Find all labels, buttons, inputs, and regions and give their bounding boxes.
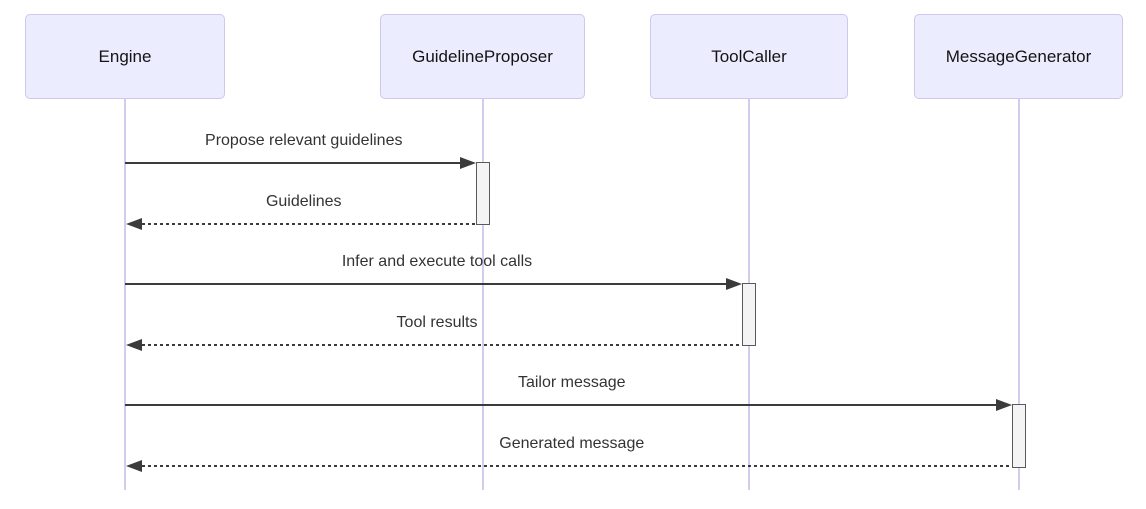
activation-bar-tool-caller — [742, 283, 756, 346]
message-line — [125, 404, 996, 406]
arrowhead-icon — [995, 399, 1012, 411]
message-label: Guidelines — [265, 193, 342, 210]
message-line — [142, 465, 1012, 467]
lifeline-message-generator — [1017, 99, 1020, 490]
arrowhead-icon — [726, 278, 742, 290]
participant-box-tool-caller: ToolCaller — [650, 14, 848, 99]
arrowhead-icon — [126, 460, 142, 472]
lifeline-engine — [124, 99, 126, 490]
activation-bar-guideline-proposer — [475, 162, 490, 225]
arrowhead-icon — [459, 157, 476, 169]
message-line — [142, 344, 742, 346]
message-label: Tailor message — [517, 374, 626, 391]
arrowhead-icon — [126, 218, 142, 230]
message-label: Generated message — [499, 435, 645, 452]
message-line — [125, 162, 460, 164]
message-label: Tool results — [396, 314, 478, 331]
participant-box-guideline-proposer: GuidelineProposer — [380, 14, 585, 99]
lifeline-guideline-proposer — [481, 99, 484, 490]
participant-box-engine: Engine — [25, 14, 225, 99]
message-label: Propose relevant guidelines — [205, 132, 403, 149]
message-line — [142, 223, 476, 225]
activation-bar-message-generator — [1011, 404, 1026, 468]
arrowhead-icon — [126, 339, 142, 351]
message-label: Infer and execute tool calls — [341, 253, 533, 270]
message-line — [125, 283, 726, 285]
participant-box-message-generator: MessageGenerator — [914, 14, 1123, 99]
